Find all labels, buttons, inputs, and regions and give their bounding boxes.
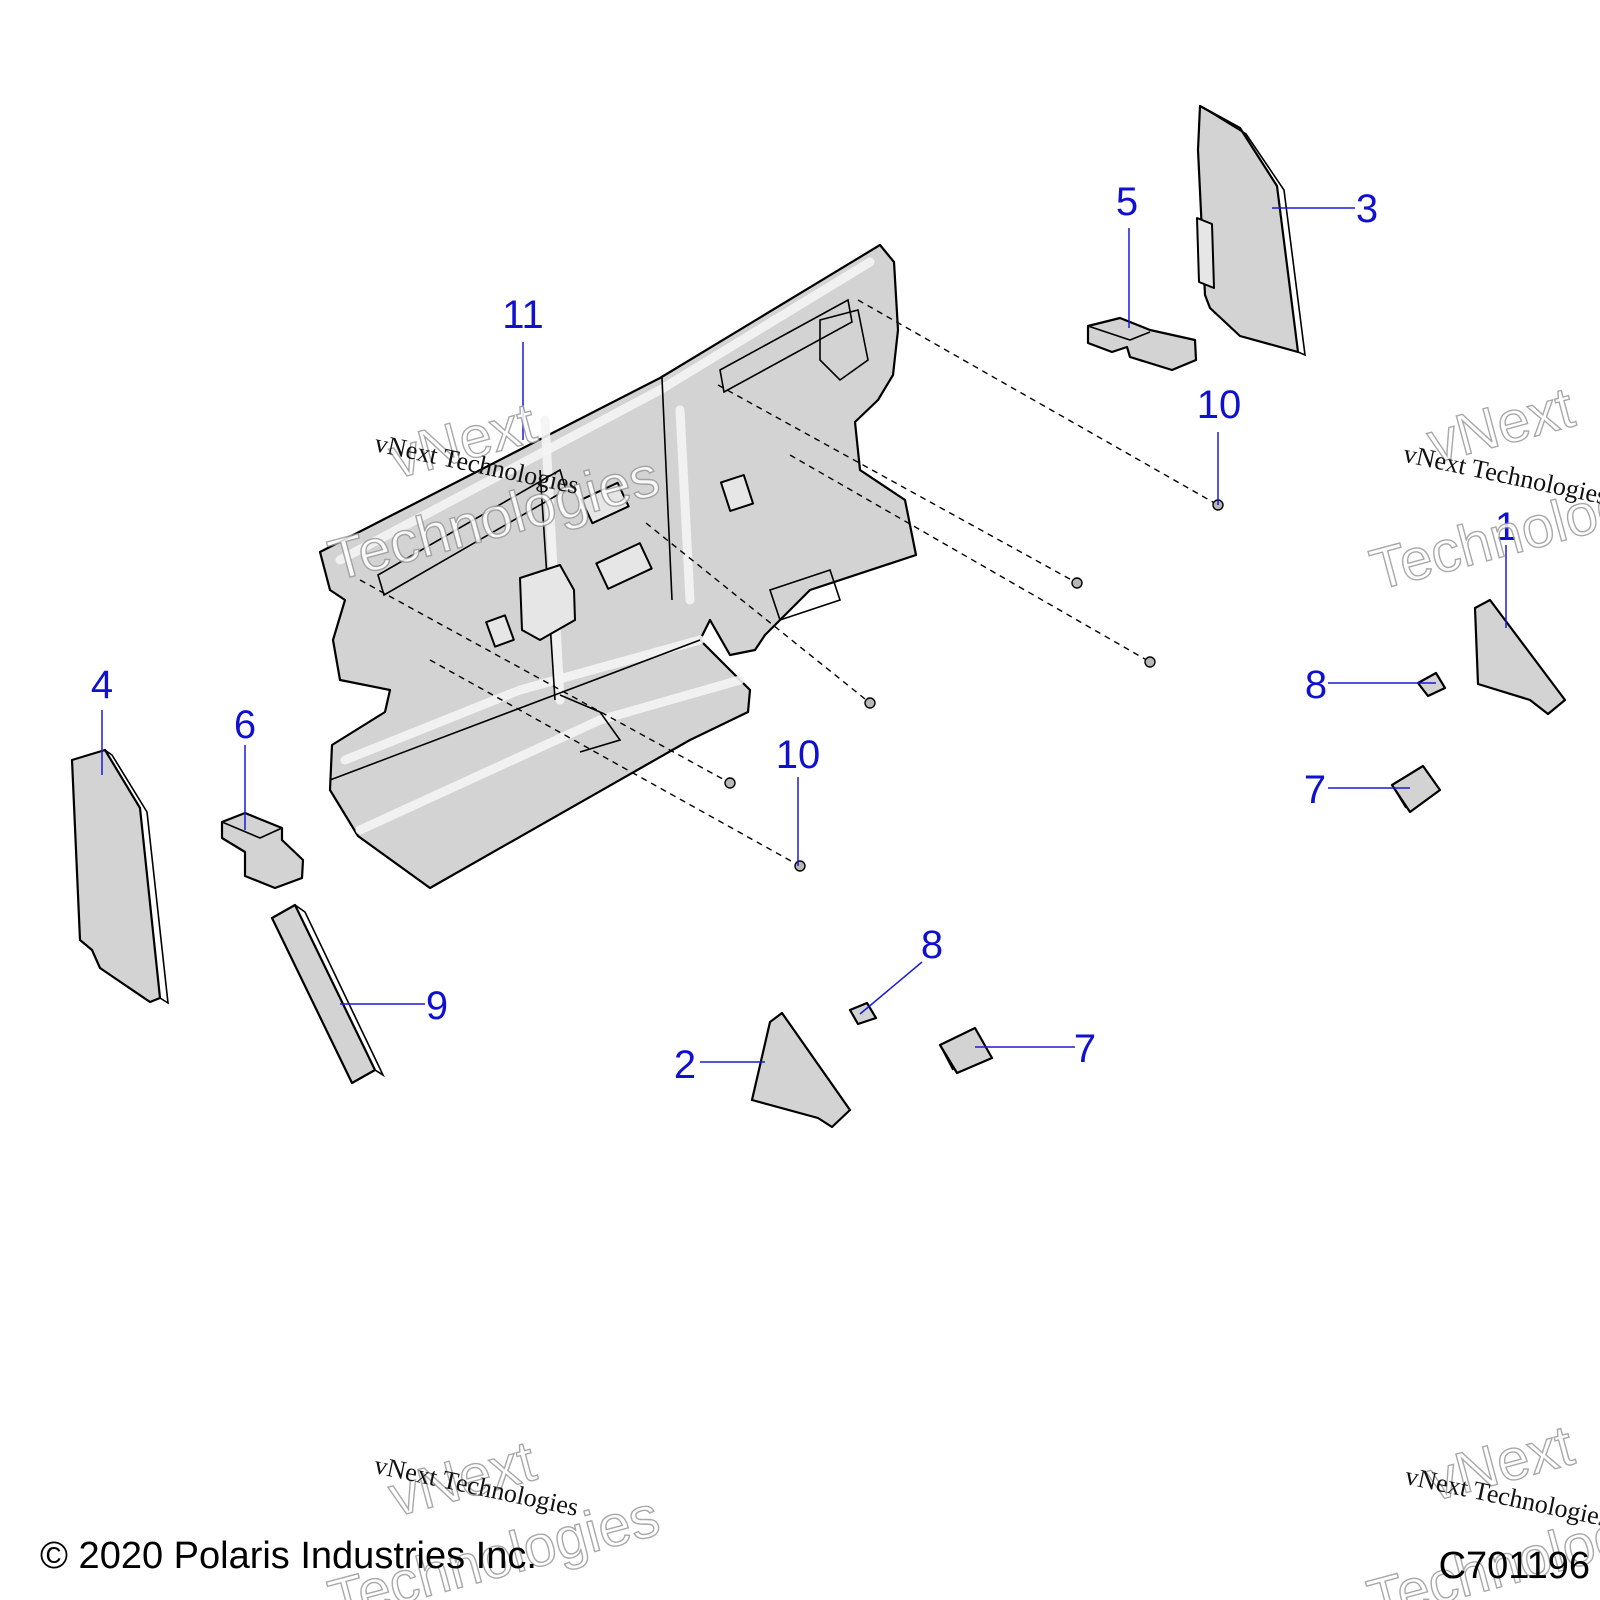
part-7-block-right: [1390, 764, 1442, 814]
part-7-block-center: [938, 1026, 994, 1075]
part-8-clip-right: [1416, 671, 1447, 698]
part-1-wedge: [1473, 598, 1567, 716]
callout-7-center: 7: [1074, 1027, 1096, 1071]
callout-4: 4: [91, 663, 113, 707]
callout-8-right: 8: [1305, 663, 1327, 707]
callout-7-right: 7: [1304, 768, 1326, 812]
part-2-wedge: [750, 1011, 852, 1129]
leader-lines: [101, 207, 1507, 1063]
callout-10-top: 10: [1197, 383, 1242, 427]
part-3-panel: [1196, 104, 1306, 357]
part-4-panel: [70, 748, 169, 1005]
fastener-10-set: [724, 499, 1224, 872]
callout-9: 9: [426, 984, 448, 1028]
callout-11: 11: [502, 293, 544, 337]
copyright-text: © 2020 Polaris Industries Inc.: [40, 1535, 537, 1577]
part-5-pad: [1086, 316, 1198, 372]
callout-6: 6: [234, 703, 256, 747]
callout-10-bottom: 10: [776, 733, 821, 777]
callouts: 3 5 11 10 1 8 7 4 6 10 9 8 2 7: [91, 180, 1517, 1087]
assembly-lines: [359, 299, 1219, 867]
callout-8-center: 8: [921, 923, 943, 967]
callout-2: 2: [674, 1043, 696, 1087]
part-11-panel: [318, 243, 918, 890]
drawing-number: C701196: [1439, 1545, 1590, 1587]
callout-5: 5: [1116, 180, 1138, 224]
callout-3: 3: [1356, 187, 1378, 231]
part-6-pad: [220, 811, 305, 890]
part-8-clip-center: [848, 1001, 878, 1026]
callout-1: 1: [1495, 505, 1517, 549]
part-9-strip: [270, 903, 385, 1085]
